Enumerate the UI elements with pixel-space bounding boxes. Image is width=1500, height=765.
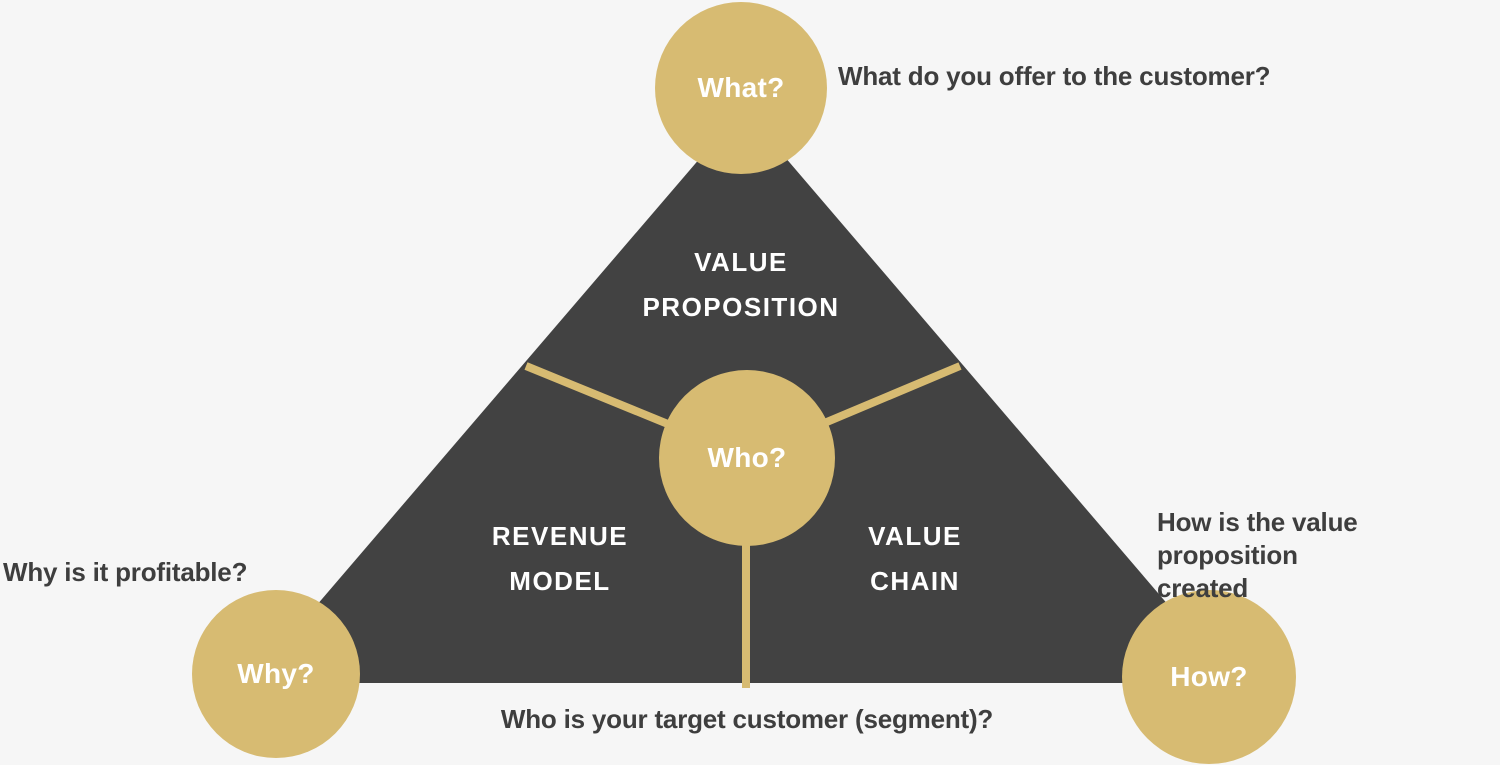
why-circle-label: Why? [237, 658, 315, 689]
value-proposition-label: VALUE PROPOSITION [642, 240, 839, 330]
what-circle-label: What? [697, 72, 785, 103]
why-annotation: Why is it profitable? [3, 557, 248, 587]
value-chain-line1: VALUE [868, 521, 962, 551]
value-proposition-line2: PROPOSITION [642, 292, 840, 322]
value-chain-line2: CHAIN [870, 566, 960, 596]
how-circle: How? [1122, 590, 1296, 764]
what-circle: What? [655, 2, 827, 174]
who-annotation: Who is your target customer (segment)? [500, 704, 994, 734]
what-annotation: What do you offer to the customer? [838, 61, 1271, 91]
who-circle: Who? [659, 370, 835, 546]
value-chain-label: VALUE CHAIN [868, 514, 962, 604]
revenue-model-line2: MODEL [509, 566, 611, 596]
how-annotation: How is the value proposition created [1157, 507, 1358, 603]
value-proposition-line1: VALUE [694, 247, 788, 277]
revenue-model-line1: REVENUE [491, 521, 629, 551]
why-circle: Why? [192, 590, 360, 758]
revenue-model-label: REVENUE MODEL [492, 514, 628, 604]
who-circle-label: Who? [707, 442, 787, 473]
how-circle-label: How? [1170, 661, 1248, 692]
